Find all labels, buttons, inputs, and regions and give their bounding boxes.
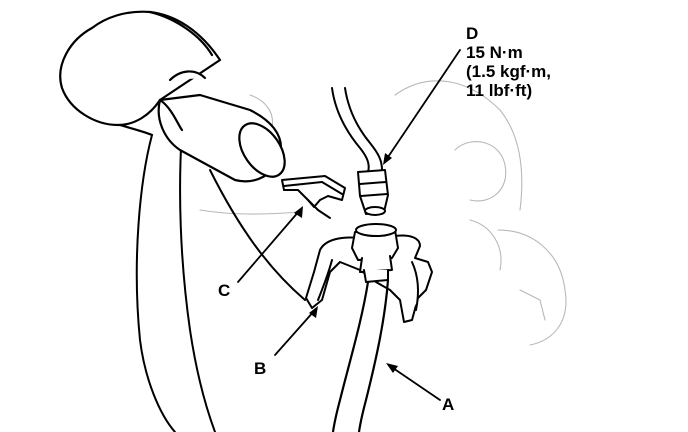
torque-lbfft: 11 lbf·ft)	[466, 81, 533, 100]
background-outline	[199, 80, 567, 346]
tool-cylinder	[59, 10, 286, 183]
callout-c: C	[218, 281, 231, 300]
leader-line-d	[385, 49, 461, 161]
leader-line-a	[389, 365, 441, 401]
suspension-arm	[135, 129, 306, 432]
arrowhead-c	[294, 206, 303, 218]
brake-line	[331, 87, 383, 173]
leader-line-b	[274, 309, 316, 356]
leader-lines	[237, 49, 461, 401]
arrowhead-b	[309, 306, 318, 318]
bracket	[305, 234, 433, 323]
callout-d: D	[466, 24, 479, 43]
arrowhead-d	[383, 153, 392, 165]
torque-nm: 15 N·m	[466, 43, 523, 62]
arrowhead-a	[386, 363, 398, 373]
leader-line-c	[237, 209, 301, 283]
torque-spec: 15 N·m (1.5 kgf·m, 11 lbf·ft)	[466, 43, 551, 100]
callout-b: B	[254, 359, 267, 378]
torque-kgfm: (1.5 kgf·m,	[466, 62, 552, 81]
callout-a: A	[442, 395, 455, 414]
brake-hose	[331, 278, 390, 432]
leader-arrowheads	[294, 153, 398, 373]
flare-nut	[357, 169, 389, 216]
lock-clip	[281, 175, 346, 219]
hose-fitting	[351, 223, 399, 283]
